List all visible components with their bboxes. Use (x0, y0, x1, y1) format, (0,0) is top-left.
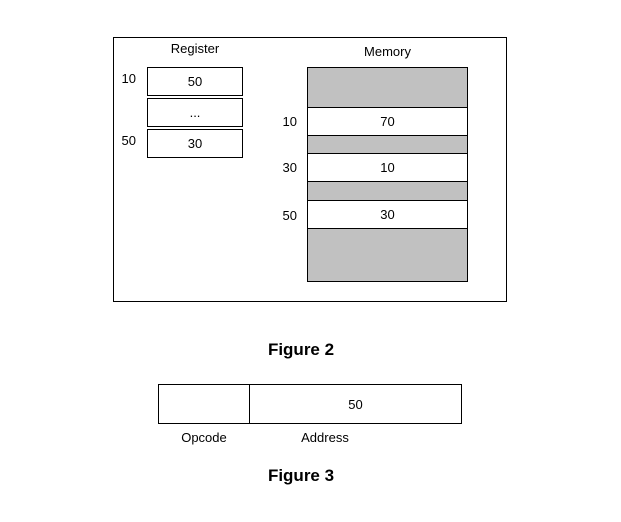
register-cell: 50 (147, 67, 243, 96)
memory-address-label: 10 (282, 114, 297, 129)
opcode-field (159, 385, 250, 423)
register-cell: 30 (147, 129, 243, 158)
register-cell-ellipsis: ... (147, 98, 243, 127)
memory-cell: 10 (308, 153, 467, 182)
figure2-caption: Figure 2 (267, 340, 335, 359)
address-label: Address (301, 430, 349, 445)
memory-unused-band (308, 136, 467, 153)
address-field: 50 (348, 396, 363, 412)
memory-address-label: 30 (282, 160, 297, 175)
instruction-format-box: 50 (158, 384, 462, 424)
memory-title: Memory (364, 44, 411, 59)
memory-address-label: 50 (282, 208, 297, 223)
memory-cell: 70 (308, 107, 467, 136)
figure3-caption: Figure 3 (267, 466, 335, 485)
memory-unused-band (308, 229, 467, 281)
register-title: Register (170, 41, 220, 56)
memory-column: 70 10 30 (307, 67, 468, 282)
register-address-label: 10 (121, 71, 136, 86)
memory-unused-band (308, 182, 467, 200)
register-address-label: 50 (121, 133, 136, 148)
memory-cell: 30 (308, 200, 467, 229)
memory-unused-band (308, 68, 467, 107)
opcode-label: Opcode (181, 430, 227, 445)
